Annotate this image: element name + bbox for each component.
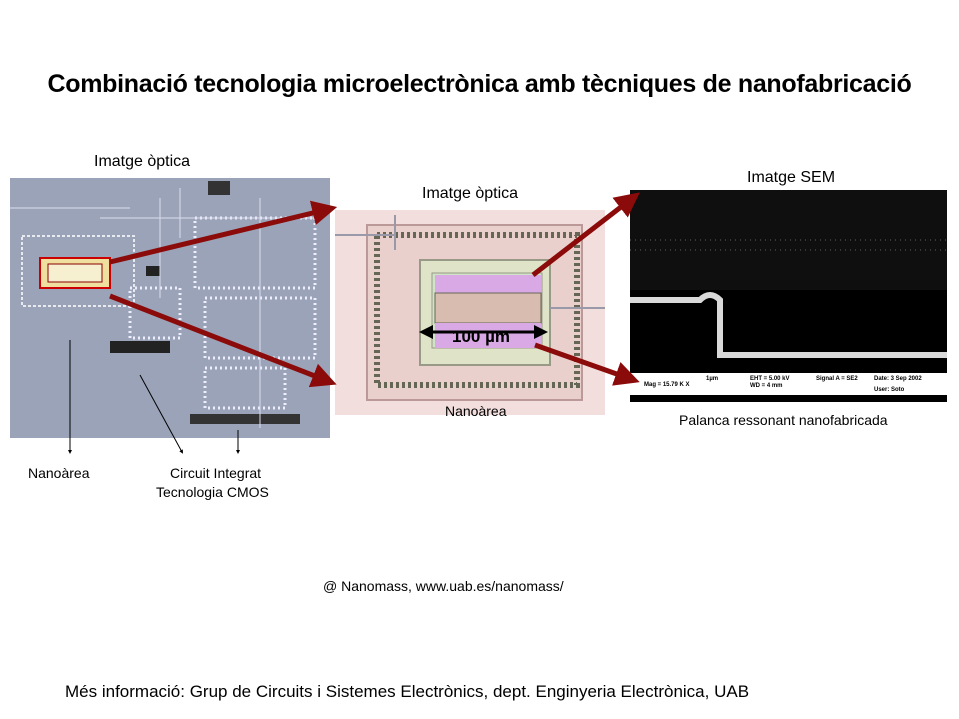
sem-date: Date: 3 Sep 2002 <box>874 376 922 382</box>
footer-info: Més informació: Grup de Circuits i Siste… <box>65 682 750 701</box>
sem-signal: Signal A = SE2 <box>816 376 858 382</box>
circuit-label-line2: Tecnologia CMOS <box>156 484 269 500</box>
panel3-heading: Imatge SEM <box>747 169 836 186</box>
sem-wd: WD = 4 mm <box>750 383 783 389</box>
sem-mag: Mag = 15.79 K X <box>644 382 690 388</box>
sem-cantilever-drawing <box>630 190 947 402</box>
panel3-caption: Palanca ressonant nanofabricada <box>679 412 888 428</box>
sem-eht: EHT = 5.00 kV <box>750 376 790 382</box>
panel1-heading: Imatge òptica <box>94 153 191 170</box>
sem-scale: 1µm <box>706 376 719 382</box>
circuit-label-line1: Circuit Integrat <box>170 465 262 481</box>
scale-bar-label: 100 µm <box>452 327 510 346</box>
chip-layout-drawing <box>10 178 330 438</box>
sem-user: User: Soto <box>874 387 905 393</box>
nanoarea-optical-image: 100 µm <box>335 210 605 415</box>
credit-line: @ Nanomass, www.uab.es/nanomass/ <box>323 578 564 594</box>
nanoarea-label: Nanoàrea <box>28 465 90 481</box>
cmos-chip-optical-image <box>10 178 330 438</box>
panel2-caption: Nanoàrea <box>445 403 507 419</box>
slide-title: Combinació tecnologia microelectrònica a… <box>47 70 912 98</box>
panel2-heading: Imatge òptica <box>422 185 519 202</box>
nanoarea-layout-drawing <box>335 215 605 401</box>
sem-image: Mag = 15.79 K X 1µm EHT = 5.00 kV WD = 4… <box>630 190 947 402</box>
